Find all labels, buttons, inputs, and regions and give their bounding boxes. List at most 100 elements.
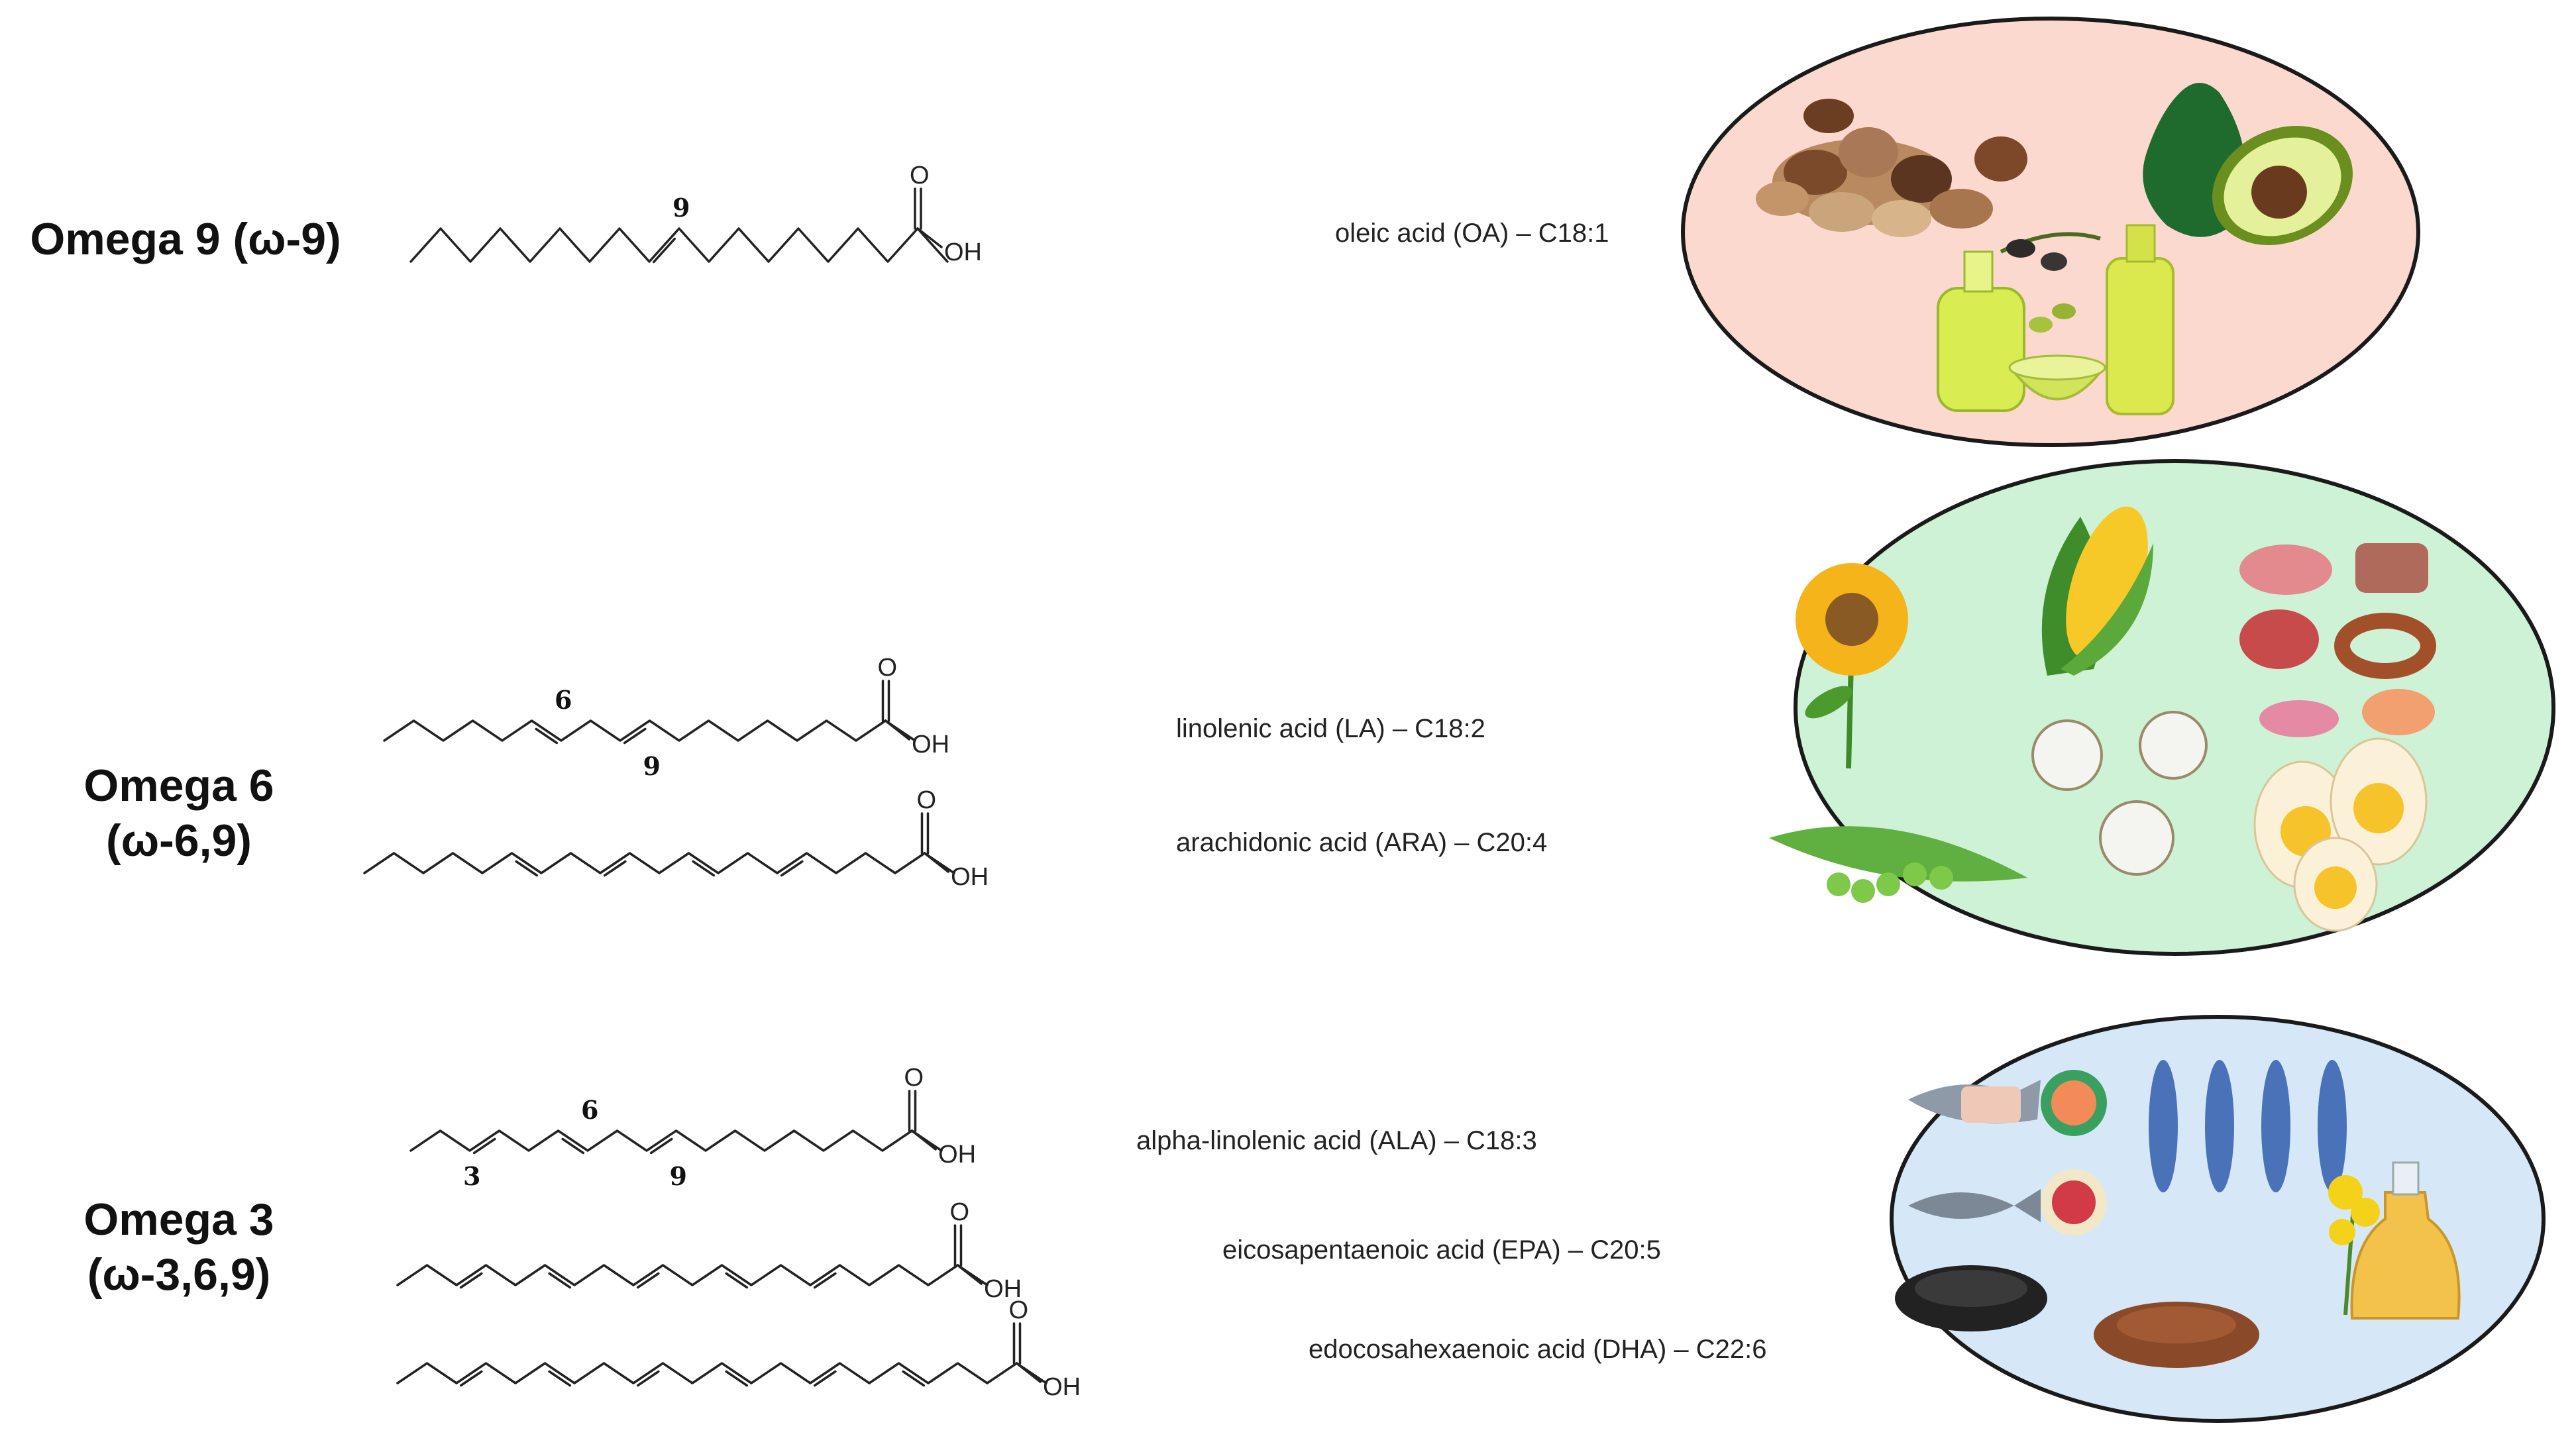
double-bond-line bbox=[561, 1137, 585, 1155]
fish-icon bbox=[1908, 1189, 2041, 1222]
oil-bowl-icon bbox=[2008, 354, 2106, 401]
carboxyl-bond bbox=[916, 227, 949, 263]
meat-icon bbox=[2239, 543, 2428, 669]
carbon-chain-bond bbox=[396, 1362, 1018, 1384]
omega9-food-panel bbox=[1681, 17, 2420, 447]
omega3-title-text: Omega 3 bbox=[83, 1194, 274, 1245]
double-bond-line bbox=[603, 860, 627, 877]
hydroxyl-bond bbox=[956, 1264, 983, 1285]
double-bond-line bbox=[780, 860, 804, 877]
omega3-subtitle-text: (ω-3,6,9) bbox=[87, 1249, 271, 1300]
double-bond-line bbox=[902, 1370, 926, 1387]
sardines-icon bbox=[2149, 1060, 2347, 1192]
carbon-chain-bond bbox=[396, 1264, 959, 1286]
sausage-icon bbox=[2334, 613, 2436, 679]
structure-alpha-linolenic bbox=[409, 1090, 943, 1155]
oil-bottle-icon bbox=[2106, 224, 2174, 415]
tuna-icon bbox=[2041, 1169, 2107, 1235]
structure-oleic bbox=[409, 187, 949, 264]
acid-label-dha: edocosahexaenoic acid (DHA) – C22:6 bbox=[1309, 1335, 1767, 1364]
omega3-food-panel bbox=[1890, 1015, 2546, 1423]
double-bond-position-label: 9 bbox=[643, 751, 661, 781]
structure-edocosahexaenoic bbox=[396, 1322, 1047, 1387]
omega6-title: Omega 6 (ω-6,9) bbox=[27, 758, 331, 868]
nuts-icon bbox=[1756, 99, 2027, 237]
omega3-title: Omega 3 (ω-3,6,9) bbox=[27, 1192, 331, 1302]
hydroxyl-bond bbox=[1015, 1362, 1042, 1383]
salmon-icon bbox=[2041, 1070, 2107, 1136]
structure-arachidonic bbox=[363, 812, 955, 877]
carbon-chain-bond bbox=[409, 1129, 914, 1152]
molecular-structures bbox=[363, 187, 1047, 1387]
double-bond-line bbox=[636, 1370, 660, 1387]
omega6-food-panel bbox=[1769, 459, 2555, 956]
double-bond-position-label: 6 bbox=[555, 685, 572, 715]
omega6-subtitle-text: (ω-6,9) bbox=[106, 815, 252, 866]
eggs-icon bbox=[2253, 737, 2428, 932]
hydroxyl-bond bbox=[884, 719, 910, 741]
double-bond-line bbox=[725, 1272, 749, 1289]
hydroxyl-label: OH bbox=[912, 731, 949, 758]
double-bond-line bbox=[725, 1370, 749, 1387]
double-bond-line bbox=[623, 727, 647, 745]
double-bond-line bbox=[649, 1137, 673, 1155]
hydroxyl-bond bbox=[916, 227, 943, 248]
fish-fillet-icon bbox=[1908, 1080, 2041, 1123]
black-seeds-icon bbox=[1895, 1265, 2047, 1331]
omega9-title: Omega 9 (ω-9) bbox=[13, 212, 358, 267]
carbonyl-oxygen-label: O bbox=[950, 1198, 970, 1226]
double-bond-line bbox=[692, 860, 716, 877]
carbonyl-oxygen-label: O bbox=[878, 654, 898, 682]
acid-label-oa: oleic acid (OA) – C18:1 bbox=[1335, 219, 1609, 248]
carbonyl-oxygen-label: O bbox=[910, 162, 930, 189]
cotton-icon bbox=[2031, 711, 2208, 876]
olive-branch-icon bbox=[2000, 232, 2101, 333]
carbon-chain-bond bbox=[383, 719, 887, 742]
hydroxyl-label: OH bbox=[951, 863, 989, 891]
carbonyl-oxygen-label: O bbox=[904, 1064, 924, 1092]
structure-eicosapentaenoic bbox=[396, 1224, 989, 1289]
hydroxyl-bond bbox=[910, 1129, 937, 1151]
double-bond-line bbox=[459, 1370, 483, 1387]
peas-icon bbox=[1769, 826, 2027, 903]
double-bond-line bbox=[459, 1272, 483, 1289]
carbon-chain-bond bbox=[409, 227, 919, 263]
acid-label-ara: arachidonic acid (ARA) – C20:4 bbox=[1176, 828, 1548, 857]
double-bond-line bbox=[636, 1272, 660, 1289]
double-bond-position-label: 9 bbox=[672, 193, 690, 223]
double-bond-line bbox=[813, 1272, 837, 1289]
rapeseed-flower-icon bbox=[2328, 1175, 2380, 1316]
acid-label-la: linolenic acid (LA) – C18:2 bbox=[1176, 714, 1485, 743]
double-bond-position-label: 9 bbox=[670, 1161, 687, 1191]
oil-bottle-icon bbox=[2350, 1161, 2461, 1320]
double-bond-line bbox=[813, 1370, 837, 1387]
carbon-chain-bond bbox=[363, 852, 926, 874]
chicken-icon bbox=[2259, 689, 2435, 737]
avocado-icon bbox=[2143, 83, 2353, 245]
double-bond-line bbox=[515, 860, 539, 877]
structure-linolenic bbox=[383, 680, 916, 745]
double-bond-line bbox=[472, 1137, 496, 1155]
omega6-title-text: Omega 6 bbox=[83, 760, 274, 811]
olive-oil-bottle-icon bbox=[1937, 250, 2025, 412]
sunflower-icon bbox=[1796, 563, 1908, 769]
double-bond-line bbox=[548, 1272, 572, 1289]
acid-label-epa: eicosapentaenoic acid (EPA) – C20:5 bbox=[1222, 1235, 1661, 1265]
flax-seeds-icon bbox=[2094, 1302, 2259, 1368]
omega9-title-text: Omega 9 (ω-9) bbox=[30, 214, 341, 264]
double-bond-line bbox=[653, 237, 676, 264]
double-bond-position-label: 3 bbox=[463, 1161, 480, 1191]
hydroxyl-label: OH bbox=[944, 238, 982, 266]
hydroxyl-label: OH bbox=[984, 1275, 1022, 1303]
hydroxyl-label: OH bbox=[1043, 1373, 1081, 1401]
double-bond-line bbox=[548, 1370, 572, 1387]
hydroxyl-bond bbox=[923, 852, 949, 873]
carbonyl-oxygen-label: O bbox=[1009, 1296, 1029, 1324]
corn-icon bbox=[2041, 506, 2153, 676]
hydroxyl-label: OH bbox=[938, 1141, 976, 1169]
double-bond-line bbox=[535, 727, 559, 745]
carbonyl-oxygen-label: O bbox=[917, 786, 937, 814]
double-bond-position-label: 6 bbox=[581, 1095, 598, 1125]
